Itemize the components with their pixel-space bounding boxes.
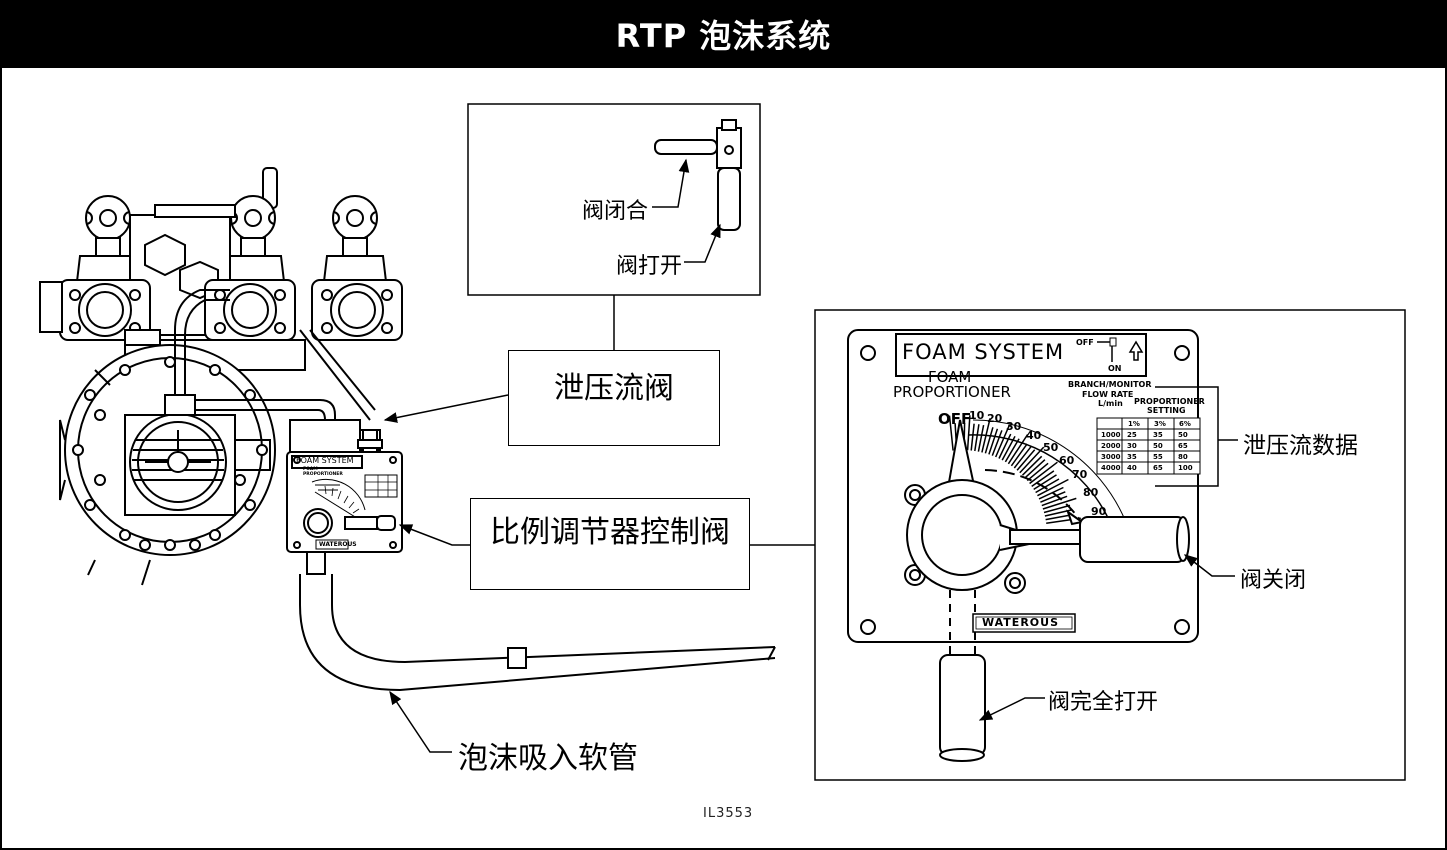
foam-hose-label: 泡沫吸入软管 bbox=[458, 741, 638, 776]
table-cell: 80 bbox=[1178, 453, 1188, 461]
dial-tick bbox=[1043, 504, 1071, 514]
foam-suction-hose bbox=[299, 551, 776, 692]
dial-tick bbox=[1007, 434, 1029, 465]
small-proportioner-panel bbox=[286, 429, 403, 553]
dial-tick bbox=[1010, 443, 1028, 467]
panel-proportioner-line1: FOAM bbox=[928, 368, 972, 386]
dial-tick bbox=[974, 424, 980, 452]
table-cell: 65 bbox=[1178, 442, 1188, 450]
proportioner-valve-box bbox=[470, 498, 750, 590]
table-cell: 50 bbox=[1153, 442, 1163, 450]
flow-label-1: BRANCH/MONITOR bbox=[1068, 380, 1152, 389]
diagram-title: RTP 泡沫系统 bbox=[0, 0, 1447, 68]
dial-tick bbox=[1041, 495, 1068, 507]
dial-tick bbox=[998, 433, 1012, 459]
dial-tick bbox=[1024, 459, 1046, 479]
dial-tick bbox=[1040, 491, 1066, 503]
dial-number: 10 bbox=[969, 409, 985, 422]
table-cell: 2000 bbox=[1101, 442, 1121, 450]
reference-code: IL3553 bbox=[703, 806, 754, 821]
small-panel-brand: WATEROUS bbox=[319, 541, 357, 548]
valve-open-label: 阀打开 bbox=[616, 254, 683, 279]
panel-off-mark: OFF bbox=[938, 410, 972, 428]
panel-proportioner-line2: PROPORTIONER bbox=[893, 383, 1011, 401]
dial-tick bbox=[1035, 478, 1060, 494]
table-header-cell: 3% bbox=[1154, 420, 1166, 428]
table-cell: 25 bbox=[1127, 431, 1137, 439]
setting-label-1: PROPORTIONER bbox=[1134, 397, 1205, 406]
dial-tick bbox=[1033, 474, 1057, 491]
dial-number: 40 bbox=[1026, 429, 1042, 442]
dial-tick bbox=[981, 418, 991, 453]
dial-tick bbox=[970, 423, 975, 451]
panel-on: ON bbox=[1108, 364, 1122, 373]
table-cell: 4000 bbox=[1101, 464, 1121, 472]
dial-number: 60 bbox=[1059, 454, 1075, 467]
proportioner-valve-label: 比例调节器控制阀 bbox=[490, 515, 730, 550]
setting-label-2: SETTING bbox=[1147, 406, 1186, 415]
relief-data-label: 泄压流数据 bbox=[1243, 433, 1358, 459]
dial-tick bbox=[1016, 449, 1036, 471]
small-panel-sub: FOAM PROPORTIONER bbox=[303, 467, 343, 477]
table-cell: 100 bbox=[1178, 464, 1193, 472]
panel-brand: WATEROUS bbox=[982, 616, 1059, 629]
dial-tick bbox=[1001, 435, 1016, 461]
dial-tick bbox=[1037, 478, 1069, 497]
dial-tick bbox=[948, 415, 954, 451]
valve-fully-open-label: 阀完全打开 bbox=[1048, 690, 1159, 715]
table-cell: 40 bbox=[1127, 464, 1137, 472]
dial-tick bbox=[1042, 497, 1077, 510]
dial-tick bbox=[984, 427, 994, 454]
dial-tick bbox=[1004, 438, 1020, 463]
panel-off: OFF bbox=[1076, 338, 1094, 347]
table-cell: 65 bbox=[1153, 464, 1163, 472]
pump-assembly bbox=[39, 167, 403, 586]
dial-tick bbox=[995, 424, 1011, 458]
dial-tick bbox=[988, 428, 999, 455]
dial-number: 80 bbox=[1083, 486, 1099, 499]
dial-number: 50 bbox=[1043, 441, 1059, 454]
table-cell: 35 bbox=[1153, 431, 1163, 439]
dial-tick bbox=[1038, 486, 1064, 500]
dial-tick bbox=[991, 430, 1003, 456]
table-cell: 35 bbox=[1127, 453, 1137, 461]
valve-position-inset bbox=[467, 103, 761, 296]
inset-valve bbox=[654, 119, 742, 231]
table-header-cell: 1% bbox=[1128, 420, 1140, 428]
dial-number: 90 bbox=[1091, 505, 1107, 518]
flow-label-2: FLOW RATE bbox=[1082, 390, 1134, 399]
dial-tick bbox=[1013, 446, 1032, 469]
dial-tick bbox=[1026, 462, 1049, 482]
table-cell: 3000 bbox=[1101, 453, 1121, 461]
dial-number: 70 bbox=[1072, 468, 1088, 481]
flow-label-3: L/min bbox=[1098, 399, 1123, 408]
dial-number: 20 bbox=[987, 412, 1003, 425]
valve-shut-label: 阀关闭 bbox=[1240, 568, 1307, 593]
relief-valve-box bbox=[508, 350, 720, 446]
dial-number: 30 bbox=[1006, 420, 1022, 433]
table-cell: 55 bbox=[1153, 453, 1163, 461]
dial-tick bbox=[977, 424, 985, 452]
proportioner-plate bbox=[847, 329, 1219, 762]
dial-tick bbox=[966, 415, 971, 451]
table-cell: 50 bbox=[1178, 431, 1188, 439]
small-panel-header: FOAM SYSTEM bbox=[296, 456, 354, 465]
table-cell: 1000 bbox=[1101, 431, 1121, 439]
valve-closed-label: 阀闭合 bbox=[582, 199, 649, 224]
dial-tick bbox=[1031, 470, 1055, 488]
relief-valve-label: 泄压流阀 bbox=[554, 371, 674, 406]
dial-tick bbox=[1021, 455, 1043, 476]
panel-header: FOAM SYSTEM bbox=[902, 340, 1065, 364]
dial-tick bbox=[1045, 513, 1073, 521]
table-header-cell: 6% bbox=[1179, 420, 1191, 428]
callout-lines bbox=[383, 158, 1238, 753]
table-cell: 30 bbox=[1127, 442, 1137, 450]
dial-tick bbox=[1029, 461, 1058, 485]
dial-tick bbox=[1019, 446, 1045, 474]
